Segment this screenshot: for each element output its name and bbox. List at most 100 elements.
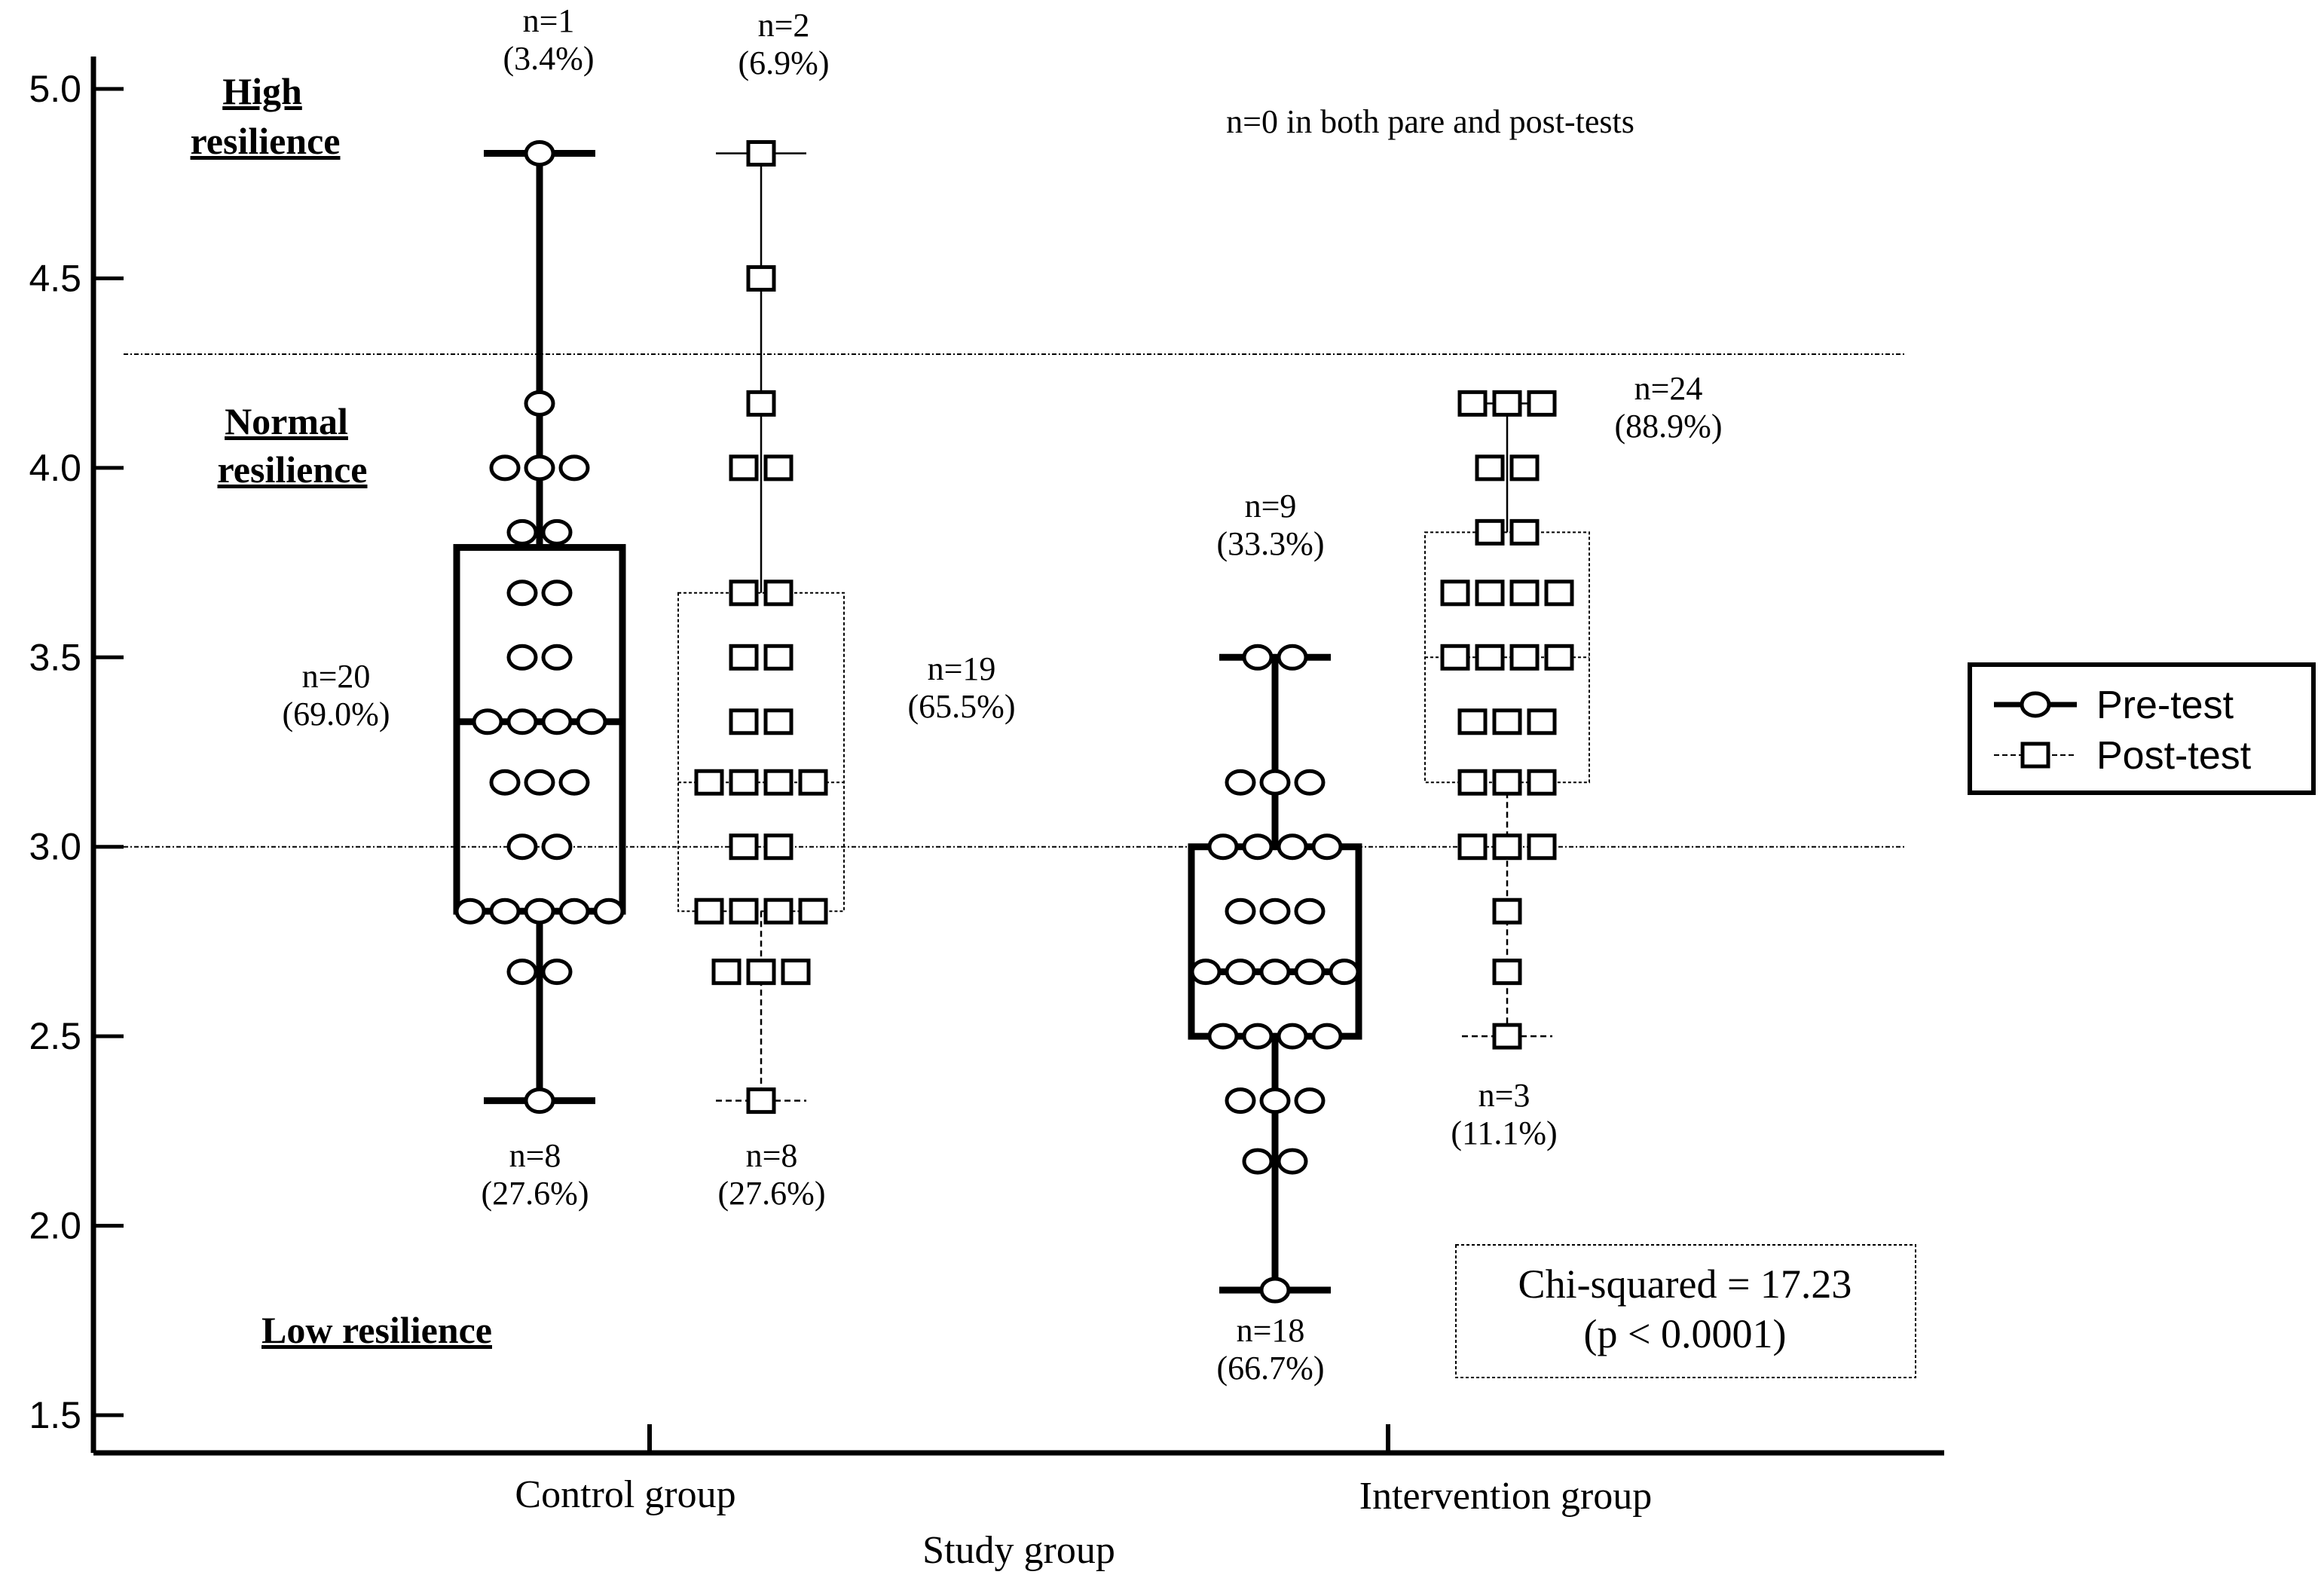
circle-point <box>1259 897 1291 925</box>
square-point <box>781 959 811 986</box>
legend-square-marker <box>2020 742 2050 769</box>
square-point <box>746 139 776 167</box>
circle-point <box>1294 1087 1326 1115</box>
circle-point <box>558 897 590 925</box>
circle-point <box>489 769 521 796</box>
circle-point <box>1190 959 1222 986</box>
circle-point <box>1311 833 1343 861</box>
note-intervention-high: n=0 in both pare and post-tests <box>1226 103 1634 140</box>
square-point <box>763 708 794 735</box>
y-tick-label: 2.5 <box>29 1015 81 1057</box>
square-point <box>1492 1023 1522 1050</box>
circle-point <box>1207 1023 1239 1050</box>
square-point <box>763 897 794 925</box>
circle-point <box>1277 1148 1308 1175</box>
circle-point <box>1242 644 1274 671</box>
legend-circle-marker <box>2020 691 2051 718</box>
square-point <box>763 579 794 607</box>
annotation-normal: n=24 <box>1634 370 1703 407</box>
square-point <box>729 708 759 735</box>
circle-point <box>524 769 555 796</box>
square-point <box>798 897 828 925</box>
annotation-normal: (33.3%) <box>1217 525 1325 562</box>
zone-label-normal: resilience <box>218 448 368 491</box>
square-point <box>1492 833 1522 861</box>
circle-point <box>506 708 538 735</box>
square-point <box>1492 897 1522 925</box>
circle-point <box>506 579 538 607</box>
circle-point <box>524 1087 555 1115</box>
circle-point <box>541 579 573 607</box>
square-point <box>1544 644 1574 671</box>
circle-point <box>1259 769 1291 796</box>
square-point <box>1475 518 1505 546</box>
circle-point <box>1259 1277 1291 1304</box>
square-point <box>1492 708 1522 735</box>
zone-label-high: resilience <box>191 120 341 162</box>
legend-label-pre: Pre-test <box>2096 683 2234 727</box>
stat-p-value: (p < 0.0001) <box>1584 1311 1787 1356</box>
circle-point <box>1242 833 1274 861</box>
y-tick-label: 3.0 <box>29 826 81 868</box>
stat-box <box>1455 1244 1916 1378</box>
annotation-normal: (88.9%) <box>1615 408 1723 445</box>
zone-label-high: High <box>222 70 302 112</box>
circle-point <box>506 644 538 671</box>
circle-point <box>593 897 625 925</box>
circle-point <box>558 454 590 482</box>
y-tick-label: 3.5 <box>29 636 81 678</box>
square-point <box>1440 644 1470 671</box>
circle-point <box>506 518 538 546</box>
annotation-low: n=8 <box>746 1137 798 1174</box>
circle-point <box>576 708 607 735</box>
box-pre <box>453 149 626 1105</box>
square-point <box>729 833 759 861</box>
circle-point <box>1294 769 1326 796</box>
annotation-low: n=3 <box>1478 1077 1530 1114</box>
circle-point <box>524 390 555 417</box>
circle-point <box>541 959 573 986</box>
square-point <box>1457 769 1488 796</box>
circle-point <box>1225 897 1256 925</box>
circle-point <box>454 897 486 925</box>
square-point <box>694 769 724 796</box>
legend-label-post: Post-test <box>2096 734 2252 778</box>
square-point <box>1544 579 1574 607</box>
circle-point <box>1294 897 1326 925</box>
y-tick-label: 4.0 <box>29 447 81 489</box>
square-point <box>729 897 759 925</box>
circle-point <box>541 518 573 546</box>
circle-point <box>506 833 538 861</box>
square-point <box>1509 518 1540 546</box>
circle-point <box>1311 1023 1343 1050</box>
square-point <box>763 833 794 861</box>
square-point <box>1492 390 1522 417</box>
circle-point <box>1242 1148 1274 1175</box>
square-point <box>1457 708 1488 735</box>
square-point <box>729 769 759 796</box>
circle-point <box>1277 833 1308 861</box>
circle-point <box>1242 1023 1274 1050</box>
annotation-high: (3.4%) <box>503 40 595 77</box>
square-point <box>1440 579 1470 607</box>
annotation-low: n=8 <box>509 1137 561 1174</box>
square-point <box>746 1087 776 1115</box>
annotation-low: n=18 <box>1237 1312 1305 1349</box>
circle-point <box>541 708 573 735</box>
circle-point <box>506 959 538 986</box>
box-plots <box>453 149 1590 1294</box>
square-point <box>746 959 776 986</box>
zone-label-low: Low resilience <box>261 1309 492 1351</box>
circle-point <box>472 708 503 735</box>
circle-point <box>1277 644 1308 671</box>
circle-point <box>1225 769 1256 796</box>
circle-point <box>1294 959 1326 986</box>
circle-point <box>1329 959 1360 986</box>
square-point <box>1457 833 1488 861</box>
circle-point <box>524 897 555 925</box>
zone-label-normal: Normal <box>225 400 348 442</box>
square-point <box>798 769 828 796</box>
circle-point <box>1207 833 1239 861</box>
annotation-high: (6.9%) <box>738 44 830 81</box>
